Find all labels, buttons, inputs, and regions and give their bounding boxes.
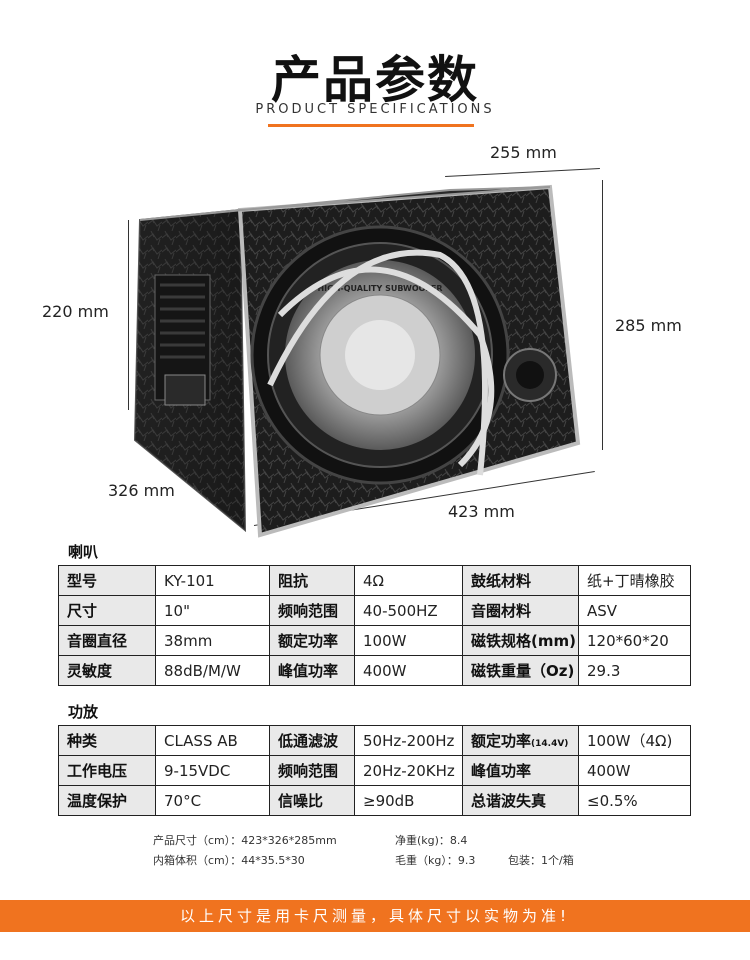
spec-key: 低通滤波 <box>269 725 355 756</box>
disclaimer-banner: 以上尺寸是用卡尺测量，具体尺寸以实物为准! <box>0 900 750 932</box>
spec-value: 9-15VDC <box>155 755 270 786</box>
dimension-line-right <box>602 180 603 450</box>
spec-key: 种类 <box>58 725 156 756</box>
page-title: 产品参数 <box>271 51 479 109</box>
spec-value: ≥90dB <box>354 785 463 816</box>
spec-key: 磁铁重量（Oz) <box>462 655 579 686</box>
spec-value: CLASS AB <box>155 725 270 756</box>
spec-key: 阻抗 <box>269 565 355 596</box>
spec-key: 尺寸 <box>58 595 156 626</box>
packing-note: 包装：1个/箱 <box>508 854 574 867</box>
dimension-depth: 326 mm <box>108 481 175 500</box>
spec-key: 峰值功率 <box>462 755 579 786</box>
spec-key: 磁铁规格(mm) <box>462 625 579 656</box>
disclaimer-text: 以上尺寸是用卡尺测量，具体尺寸以实物为准! <box>179 907 570 925</box>
spec-key-rated-power: 额定功率(14.4V) <box>462 725 579 756</box>
dimension-width: 255 mm <box>490 143 557 162</box>
speaker-spec-table: 型号 KY-101 阻抗 4Ω 鼓纸材料 纸+丁晴橡胶 尺寸 10" 频响范围 … <box>58 565 691 686</box>
subwoofer-image: HIGH-QUALITY SUBWOOFER <box>120 175 590 545</box>
spec-key: 灵敏度 <box>58 655 156 686</box>
spec-value: ≤0.5% <box>578 785 691 816</box>
table-row: 温度保护 70°C 信噪比 ≥90dB 总谐波失真 ≤0.5% <box>58 785 691 816</box>
spec-value: 400W <box>354 655 463 686</box>
spec-value: 100W <box>354 625 463 656</box>
spec-key: 峰值功率 <box>269 655 355 686</box>
spec-value: KY-101 <box>155 565 270 596</box>
spec-value: 40-500HZ <box>354 595 463 626</box>
spec-key: 工作电压 <box>58 755 156 786</box>
table-row: 灵敏度 88dB/M/W 峰值功率 400W 磁铁重量（Oz) 29.3 <box>58 655 691 686</box>
rated-power-note: (14.4V) <box>531 739 569 749</box>
table-row: 音圈直径 38mm 额定功率 100W 磁铁规格(mm) 120*60*20 <box>58 625 691 656</box>
spec-value: 20Hz-20KHz <box>354 755 463 786</box>
spec-key: 频响范围 <box>269 755 355 786</box>
spec-key: 额定功率 <box>269 625 355 656</box>
dimension-height-left: 220 mm <box>42 302 109 321</box>
product-size-note: 产品尺寸（cm）：423*326*285mm <box>153 834 337 847</box>
gross-weight-note: 毛重（kg）：9.3 <box>395 854 476 867</box>
spec-key: 音圈直径 <box>58 625 156 656</box>
table-row: 种类 CLASS AB 低通滤波 50Hz-200Hz 额定功率(14.4V) … <box>58 725 691 756</box>
spec-value: ASV <box>578 595 691 626</box>
spec-key: 温度保护 <box>58 785 156 816</box>
table-row: 型号 KY-101 阻抗 4Ω 鼓纸材料 纸+丁晴橡胶 <box>58 565 691 596</box>
spec-key: 总谐波失真 <box>462 785 579 816</box>
dimension-line-left <box>128 220 129 410</box>
spec-value: 4Ω <box>354 565 463 596</box>
spec-key: 型号 <box>58 565 156 596</box>
dimension-length: 423 mm <box>448 502 515 521</box>
spec-key: 音圈材料 <box>462 595 579 626</box>
speaker-section-label: 喇叭 <box>68 543 99 561</box>
spec-value: 70°C <box>155 785 270 816</box>
dimension-height-right: 285 mm <box>615 316 682 335</box>
subtitle-underline <box>268 124 474 127</box>
spec-value: 纸+丁晴橡胶 <box>578 565 691 596</box>
spec-key: 频响范围 <box>269 595 355 626</box>
spec-value: 88dB/M/W <box>155 655 270 686</box>
spec-value: 10" <box>155 595 270 626</box>
spec-value: 38mm <box>155 625 270 656</box>
table-row: 尺寸 10" 频响范围 40-500HZ 音圈材料 ASV <box>58 595 691 626</box>
woofer-brand-text: HIGH-QUALITY SUBWOOFER <box>317 284 442 293</box>
spec-key: 信噪比 <box>269 785 355 816</box>
spec-key: 鼓纸材料 <box>462 565 579 596</box>
table-row: 工作电压 9-15VDC 频响范围 20Hz-20KHz 峰值功率 400W <box>58 755 691 786</box>
inner-volume-note: 内箱体积（cm）：44*35.5*30 <box>153 854 305 867</box>
page-subtitle: PRODUCT SPECIFICATIONS <box>255 102 495 117</box>
spec-value: 100W（4Ω) <box>578 725 691 756</box>
spec-value: 50Hz-200Hz <box>354 725 463 756</box>
amplifier-spec-table: 种类 CLASS AB 低通滤波 50Hz-200Hz 额定功率(14.4V) … <box>58 725 691 816</box>
spec-value: 29.3 <box>578 655 691 686</box>
spec-key-text: 额定功率 <box>471 732 532 750</box>
amplifier-section-label: 功放 <box>68 703 99 721</box>
net-weight-note: 净重(kg)：8.4 <box>395 834 468 847</box>
spec-value: 400W <box>578 755 691 786</box>
spec-value: 120*60*20 <box>578 625 691 656</box>
